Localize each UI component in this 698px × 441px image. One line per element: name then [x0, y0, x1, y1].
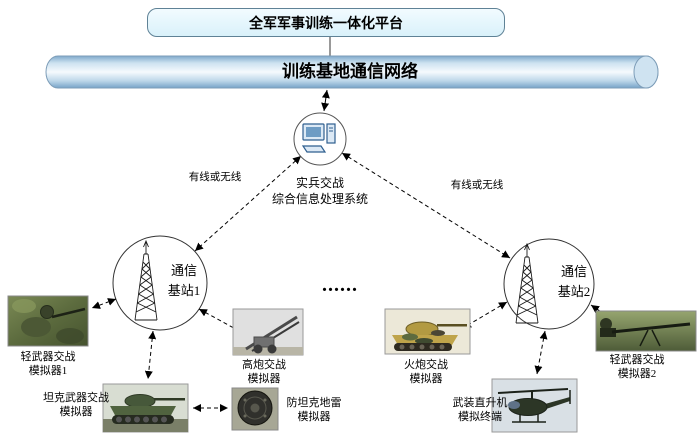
connector-station1-light1 [91, 298, 117, 309]
connector-station2-helicopter [534, 330, 548, 375]
cylinder-end-cap [633, 55, 659, 89]
lattice-tower-icon-1 [134, 239, 158, 321]
light-weapons-2-image [595, 310, 697, 352]
artillery-image [384, 308, 471, 355]
sim-label-aa: 高炮交战 模拟器 [242, 359, 286, 386]
sim-label-light1: 轻武器交战 模拟器1 [20, 351, 76, 378]
connector-station1-aa [198, 308, 244, 334]
helicopter-image [491, 378, 578, 433]
link-label-left: 有线或无线 [188, 172, 242, 183]
station1-label: 通信 基站1 [167, 263, 201, 298]
sim-label-helicopter: 武装直升机 模拟终端 [452, 397, 508, 424]
lattice-tower-icon-2 [515, 242, 539, 324]
station2-circle [503, 238, 595, 330]
tank-image [102, 383, 189, 433]
sim-label-light2: 轻武器交战 模拟器2 [609, 354, 665, 381]
connector-station1-tank [144, 330, 157, 380]
platform-title: 全军军事训练一体化平台 [249, 16, 403, 32]
aa-gun-image [232, 308, 304, 356]
light-weapons-1-image [7, 295, 89, 347]
connector-system-station2 [341, 152, 511, 259]
station2-label: 通信 基站2 [557, 264, 591, 299]
desktop-computer-icon [301, 123, 336, 153]
mine-image [231, 387, 279, 431]
link-label-right: 有线或无线 [450, 180, 504, 191]
platform-box: 全军军事训练一体化平台 [147, 8, 505, 37]
connector-system-station1 [194, 155, 302, 252]
system-label: 实兵交战 综合信息处理系统 [271, 176, 368, 206]
sim-label-tank: 坦克武器交战 模拟器 [43, 392, 109, 419]
ellipsis: ...... [322, 274, 358, 296]
sim-label-artillery: 火炮交战 模拟器 [404, 359, 448, 386]
network-bus-label: 训练基地通信网络 [282, 62, 418, 81]
sim-label-mine: 防坦克地雷 模拟器 [286, 397, 342, 424]
connector-bus-system [321, 89, 330, 112]
